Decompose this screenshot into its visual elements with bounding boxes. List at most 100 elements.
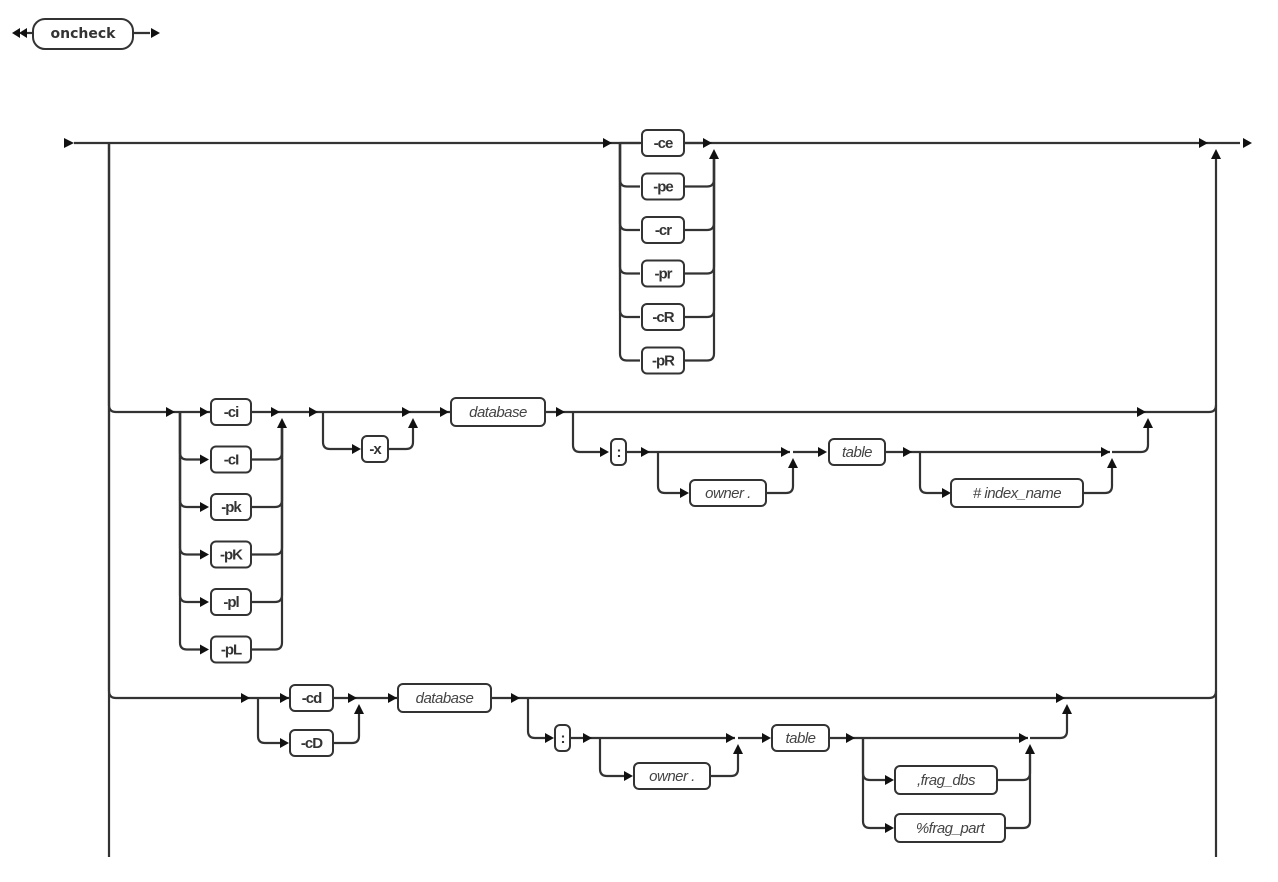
arrow-right-icon [352, 444, 361, 454]
arrow-right-icon [600, 447, 609, 457]
frag-dbs-param-frame [894, 765, 998, 795]
index-join-line [1083, 462, 1114, 495]
option-cd: -cd [289, 684, 334, 712]
branch2-join-line [251, 422, 284, 651]
arrow-right-icon [388, 693, 397, 703]
owner-join-line-2 [710, 748, 740, 778]
branch3-option-line [256, 698, 280, 745]
option-ce-label: -ce [654, 135, 673, 152]
option-cI-frame [210, 445, 252, 474]
branch2-option-line [178, 412, 200, 461]
option-cD: -cD [289, 729, 334, 757]
owner-param: owner . [689, 479, 767, 507]
arrow-right-icon [1019, 733, 1028, 743]
arrow-right-icon [511, 693, 520, 703]
database-param-2: database [397, 683, 492, 713]
arrow-right-icon [846, 733, 855, 743]
arrow-up-icon [1143, 418, 1153, 428]
frag-part-param: %frag_part [894, 813, 1006, 843]
option-pr: -pr [641, 259, 685, 288]
table-join-line-2 [1030, 708, 1069, 740]
frag-dbs-join-line [997, 748, 1032, 782]
option-pr-label: -pr [655, 266, 673, 283]
branch1-join-line [684, 153, 716, 275]
option-cI: -cI [210, 445, 252, 474]
frag-dbs-branch-line [861, 738, 885, 782]
arrow-right-icon [942, 488, 951, 498]
arrow-right-icon [241, 693, 250, 703]
option-x: -x [361, 435, 389, 463]
arrow-up-icon [709, 149, 719, 159]
x-branch-line [321, 412, 355, 451]
option-pl-label: -pl [223, 594, 239, 611]
arrow-right-icon [903, 447, 912, 457]
option-cr-frame [641, 216, 685, 244]
arrow-right-icon [641, 447, 650, 457]
frag-part-param-label: %frag_part [916, 820, 986, 837]
owner-param-2: owner . [633, 762, 711, 790]
owner-branch-line [656, 452, 680, 495]
table-branch-line-2 [526, 698, 548, 740]
index-branch-line [918, 452, 945, 495]
arrow-right-icon [309, 407, 318, 417]
arrow-right-icon [1137, 407, 1146, 417]
branch2-merge [1208, 404, 1218, 414]
branch1-option-line [618, 143, 640, 362]
owner-param-label: owner . [705, 485, 751, 502]
arrow-right-icon [200, 549, 209, 560]
option-pR-frame [641, 346, 685, 375]
database-param: database [450, 397, 546, 427]
branch3-rail [107, 143, 240, 700]
branch2-option-line [178, 412, 200, 651]
arrow-right-icon [603, 138, 612, 148]
option-ci-frame [210, 398, 252, 426]
option-cR: -cR [641, 303, 685, 331]
arrow-up-icon [408, 418, 418, 428]
option-pR-label: -pR [652, 353, 675, 370]
arrow-right-icon [1101, 447, 1110, 457]
option-pK-label: -pK [220, 547, 243, 564]
separator-colon-2-frame [554, 724, 571, 752]
branch1-option-line [618, 143, 640, 275]
index-name-param-label: # index_name [973, 485, 1061, 502]
arrowheads [12, 28, 1252, 833]
option-pk-frame [210, 493, 252, 521]
option-pl-frame [210, 588, 252, 616]
option-pe: -pe [641, 172, 685, 201]
table-param-label: table [842, 444, 872, 461]
table-join-line [1112, 422, 1150, 454]
start-arrow-icon [12, 28, 20, 38]
separator-colon: : [610, 438, 627, 466]
option-x-label: -x [369, 441, 382, 458]
arrow-right-icon [781, 447, 790, 457]
arrow-right-icon [1199, 138, 1208, 148]
arrow-right-icon [200, 454, 209, 465]
option-pK: -pK [210, 540, 252, 569]
option-ci-label: -ci [224, 404, 239, 421]
arrow-right-icon [280, 693, 289, 703]
table-branch-line [571, 412, 600, 454]
command-box: oncheck [32, 18, 134, 50]
option-pr-frame [641, 259, 685, 288]
arrow-right-icon [680, 488, 689, 498]
arrow-right-icon [151, 28, 160, 38]
arrow-up-icon [1107, 458, 1117, 468]
owner-branch-line-2 [598, 738, 625, 778]
syntax-nodes: oncheck-ce-pe-cr-pr-cR-pR-ci-cI-pk-pK-pl… [32, 18, 1084, 843]
arrow-right-icon [1056, 693, 1065, 703]
option-pe-frame [641, 172, 685, 201]
arrow-up-icon [1025, 744, 1035, 754]
database-param-2-frame [397, 683, 492, 713]
option-pL-label: -pL [221, 642, 242, 659]
arrow-right-icon [280, 738, 289, 748]
arrow-right-icon [200, 597, 209, 607]
branch2-option-line [178, 412, 200, 556]
arrow-right-icon [726, 733, 735, 743]
option-pL-frame [210, 635, 252, 664]
separator-colon-2: : [554, 724, 571, 752]
table-param-2: table [771, 724, 830, 752]
frag-part-branch-line [861, 738, 885, 830]
table-param-frame [828, 438, 886, 466]
option-ce-frame [641, 129, 685, 157]
branch1-join-line [684, 153, 716, 232]
